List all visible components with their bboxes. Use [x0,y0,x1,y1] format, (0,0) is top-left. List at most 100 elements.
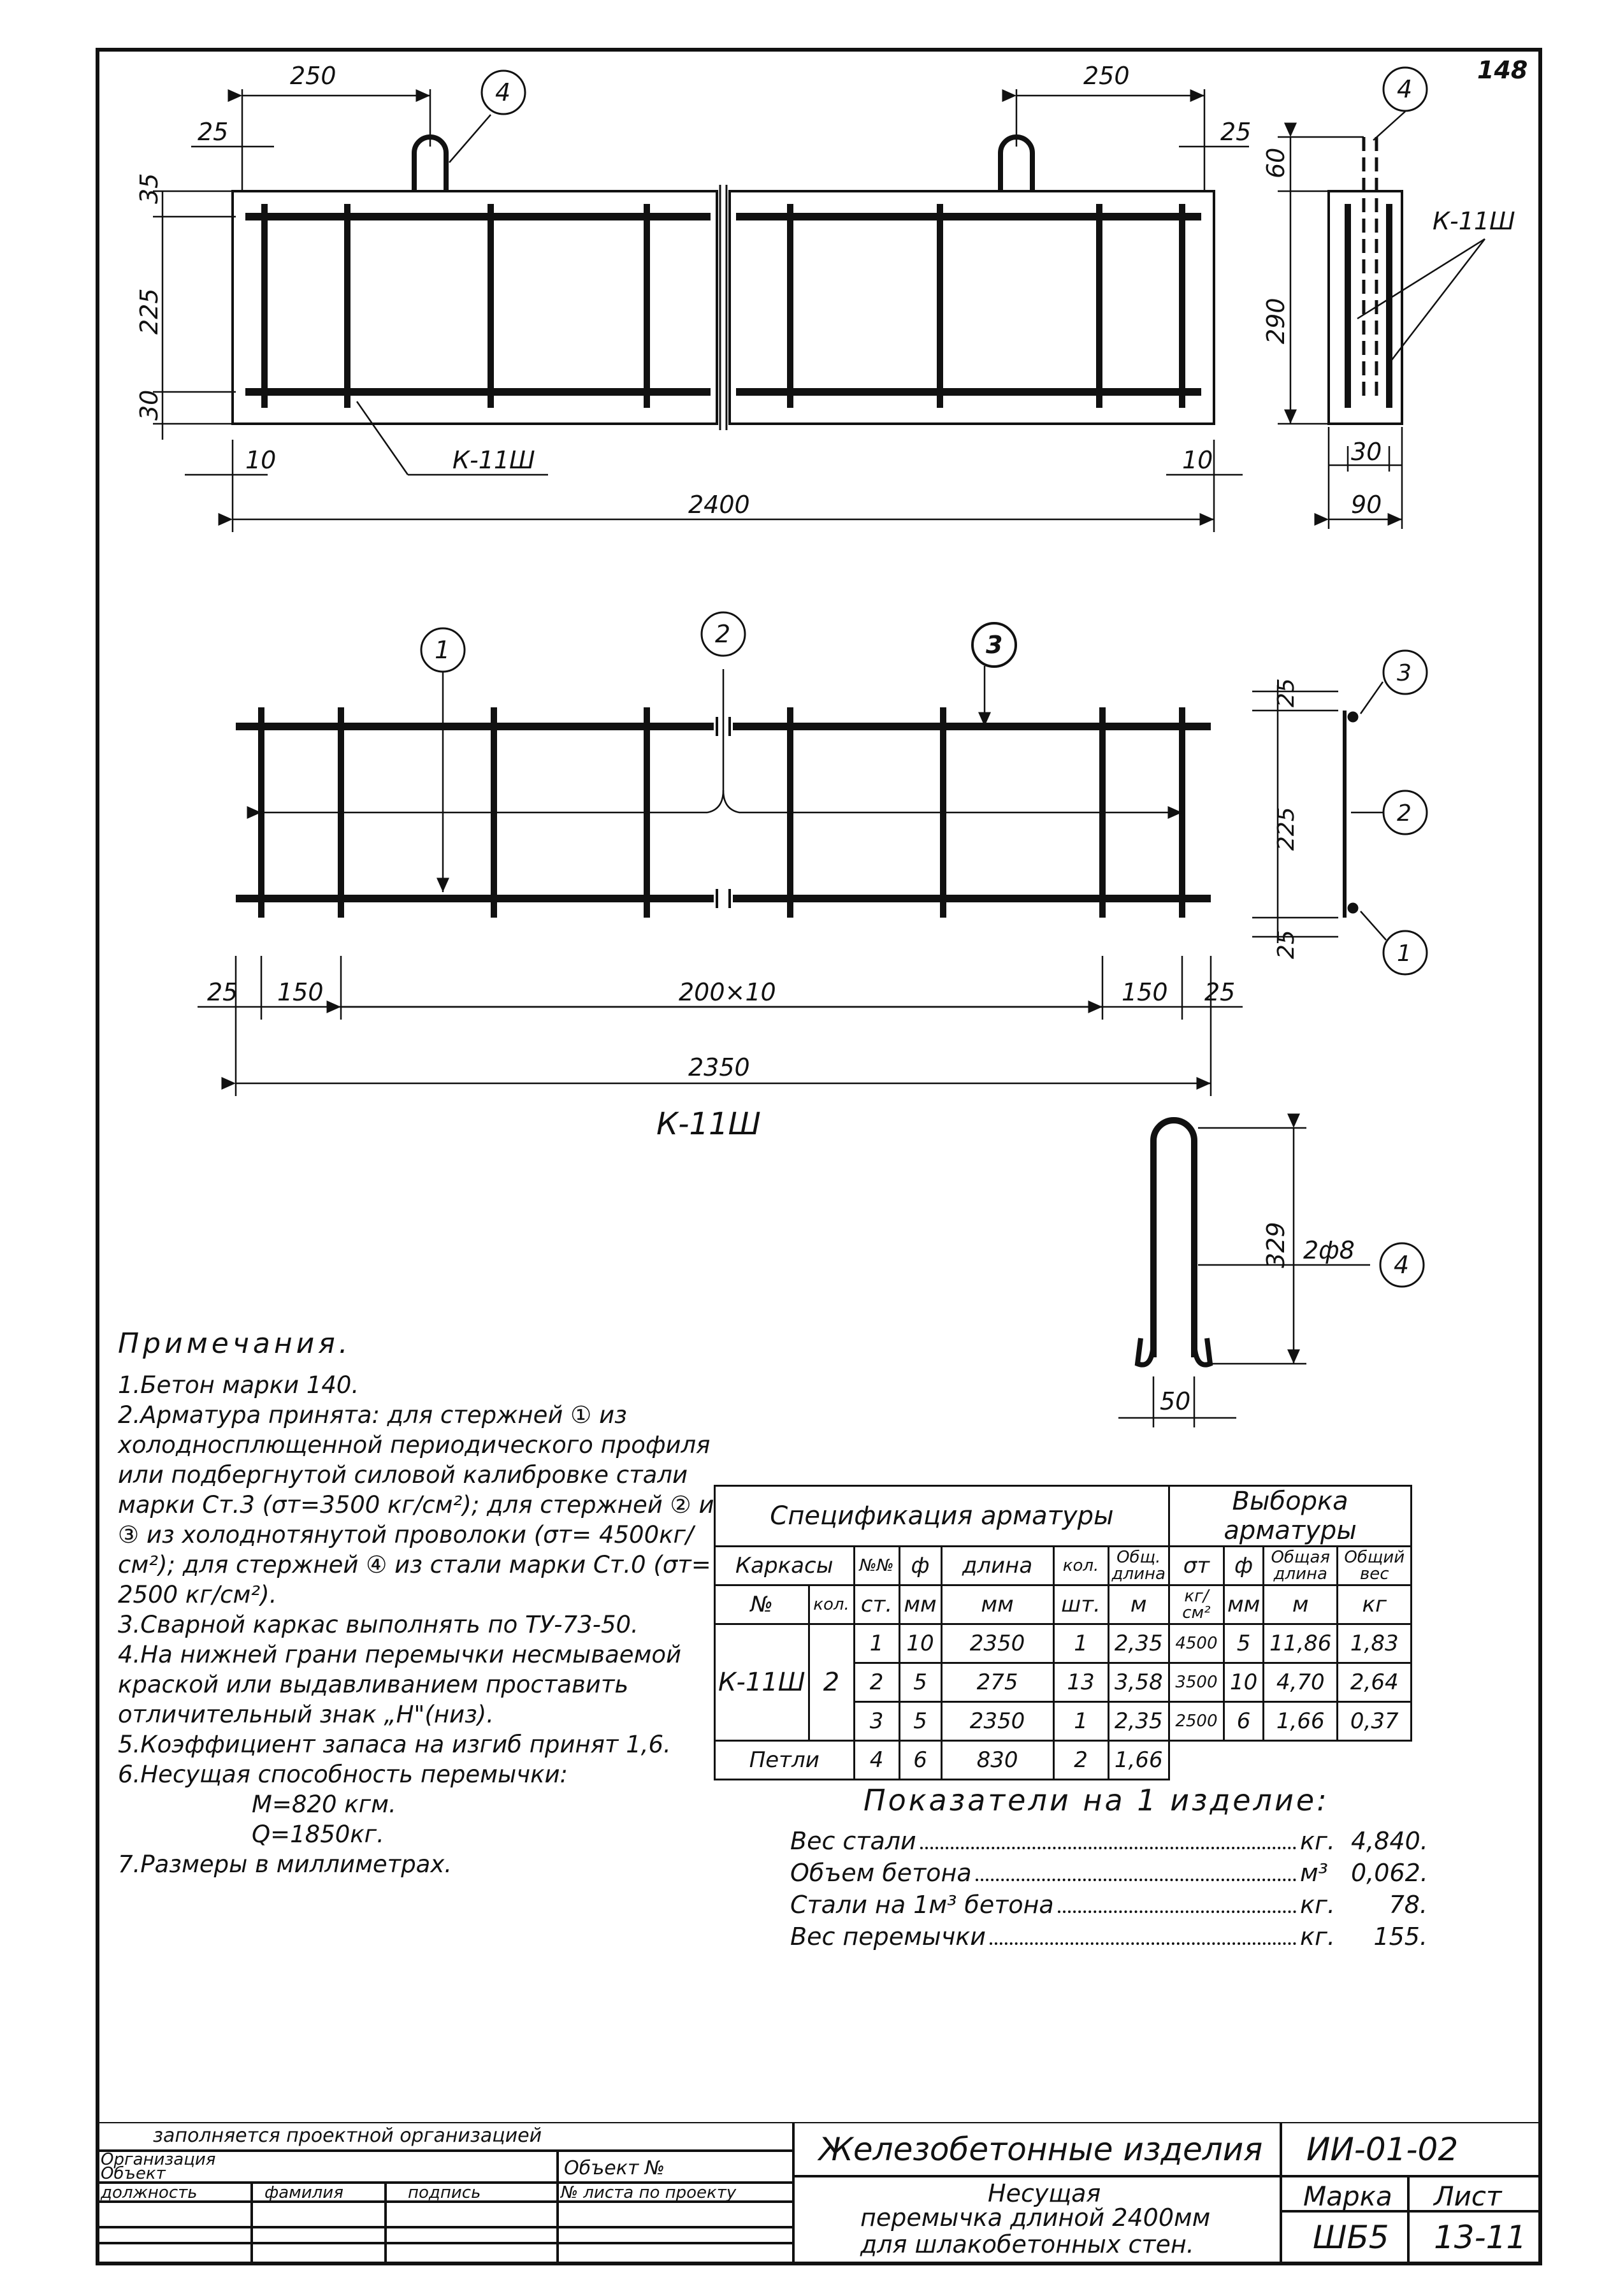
cell: 13 [1052,1662,1109,1703]
doc-code: ИИ-01-02 [1306,2131,1459,2168]
cell: 4 [853,1740,900,1780]
dim-loop-width: 50 [1160,1387,1190,1415]
indicator-row: Вес стали кг. 4,840. [790,1825,1428,1857]
title-block-grid [96,2122,1542,2265]
frame-title: К-11Ш [656,1106,761,1142]
mark-value: ШБ5 [1313,2219,1389,2256]
indicator-unit: кг. [1300,1827,1335,1855]
title-block: заполняется проектной организацией Орган… [96,2122,1542,2265]
hdr-mm-len: мм [940,1584,1055,1625]
cell: 5 [898,1662,943,1703]
dim-frame-end-left: 25 [207,978,238,1006]
hdr-mm2: мм [1222,1584,1265,1625]
indicator-label: Вес перемычки [790,1923,986,1951]
sheet-label: Лист [1434,2181,1502,2212]
dim-frame-middle: 200×10 [679,978,776,1006]
cell: 2,64 [1336,1662,1413,1703]
dim-total-2400: 2400 [688,491,750,519]
dim-top-cover: 35 [135,173,163,204]
indicator-label: Объем бетона [790,1859,972,1887]
dim-frame-total: 2350 [688,1053,750,1081]
cell: 5 [898,1701,943,1742]
hdr-m2: м [1262,1584,1339,1625]
frame-label: К-11Ш [452,446,535,474]
desc-2: перемычка длиной 2400мм [860,2204,1211,2232]
hdr-qty: кол. [1052,1545,1109,1586]
hdr-m: м [1107,1584,1170,1625]
dim-frame-end-right: 25 [1204,978,1235,1006]
cell: 10 [1222,1662,1265,1703]
indicator-value: 155. [1373,1923,1427,1951]
lintel-section [1278,66,1485,529]
lintel-elevation [153,69,1249,532]
table-row: 2 5 275 13 3,58 3500 10 4,70 2,64 [715,1662,1413,1703]
dim-side-bottom: 25 [1273,930,1299,959]
hdr-kg: кг [1336,1584,1413,1625]
frame-name: К-11Ш [714,1623,810,1742]
hdr-no: № [714,1584,810,1625]
hdr-mm: мм [898,1584,943,1625]
dim-side-top: 25 [1273,678,1299,707]
loop-detail [1118,1113,1425,1427]
cell: 1 [853,1623,900,1664]
indicators: Показатели на 1 изделие: Вес стали кг. 4… [790,1784,1428,1953]
dim-loop-left: 250 [290,62,336,90]
loop-detail-labels: 329 2ф8 4 50 [1160,1222,1409,1415]
lintel-section-labels: 4 60 290 К-11Ш 30 90 [1262,75,1515,519]
cell: 1,66 [1107,1740,1170,1780]
cell: 10 [898,1623,943,1664]
notes-title: Примечания. [118,1327,352,1360]
note-1: 1.Бетон марки 140. [118,1371,359,1399]
indicator-unit: кг. [1300,1923,1335,1951]
frame-k11sh [198,611,1243,1096]
cell: 11,86 [1262,1623,1339,1664]
side-callout-1: 1 [1397,941,1412,967]
table-row: 3 5 2350 1 2,35 2500 6 1,66 0,37 [715,1701,1413,1742]
indicator-label: Стали на 1м³ бетона [790,1891,1054,1919]
dim-end-left: 10 [245,446,276,474]
note-6: 6.Несущая способность перемычки: [118,1761,568,1788]
side-callout-3: 3 [1397,660,1412,686]
hdr-diam2: ф [1222,1545,1265,1586]
frame-count: 2 [807,1623,855,1742]
cell: 2500 [1167,1701,1225,1742]
cell: 1,83 [1336,1623,1413,1664]
dim-frame-first: 150 [277,978,324,1006]
capacity-q: Q=1850кг. [252,1821,384,1848]
cell: 1 [1052,1623,1109,1664]
hdr-diam: ф [898,1545,943,1586]
cell: 3 [853,1701,900,1742]
indicator-unit: кг. [1300,1891,1335,1919]
dim-section-width: 90 [1351,491,1382,519]
note-4: 4.На нижней грани перемычки несмываемой … [118,1641,689,1728]
indicator-unit: м³ [1300,1859,1328,1887]
dim-loop-right: 250 [1083,62,1130,90]
cell: 5 [1222,1623,1265,1664]
cell: 275 [940,1662,1055,1703]
cell: 6 [1222,1701,1265,1742]
hdr-sigma: σт [1167,1545,1225,1586]
cell: 2 [1052,1740,1109,1780]
desc-1: Несущая [988,2179,1101,2207]
cell: 2350 [940,1701,1055,1742]
dim-edge-left: 25 [198,118,228,146]
object-no: Объект № [564,2157,665,2179]
table-row: Петли 4 6 830 2 1,66 [714,1740,1412,1780]
side-callout-2: 2 [1397,800,1412,827]
dim-inner-width: 30 [1351,438,1382,466]
cell: 4,70 [1262,1662,1339,1703]
note-3: 3.Сварной каркас выполнять по ТУ-73-50. [118,1611,639,1638]
cell: 1 [1052,1701,1109,1742]
hdr-nn: №№ [853,1545,900,1586]
table-row: К-11Ш 2 1 10 2350 1 2,35 4500 5 11,86 1,… [714,1623,1413,1742]
dim-loop-detail-height: 329 [1262,1222,1290,1268]
callout-3: 3 [986,631,1002,659]
frame-side-labels: 3 2 1 25 225 25 [1273,660,1412,967]
desc-3: для шлакобетонных стен. [860,2230,1194,2258]
cell: 2350 [940,1623,1055,1664]
note-5: 5.Коэффициент запаса на изгиб принят 1,6… [118,1731,671,1758]
note-7: 7.Размеры в миллиметрах. [118,1851,452,1878]
dim-loop-height: 60 [1262,148,1290,178]
dim-height: 225 [135,288,163,335]
